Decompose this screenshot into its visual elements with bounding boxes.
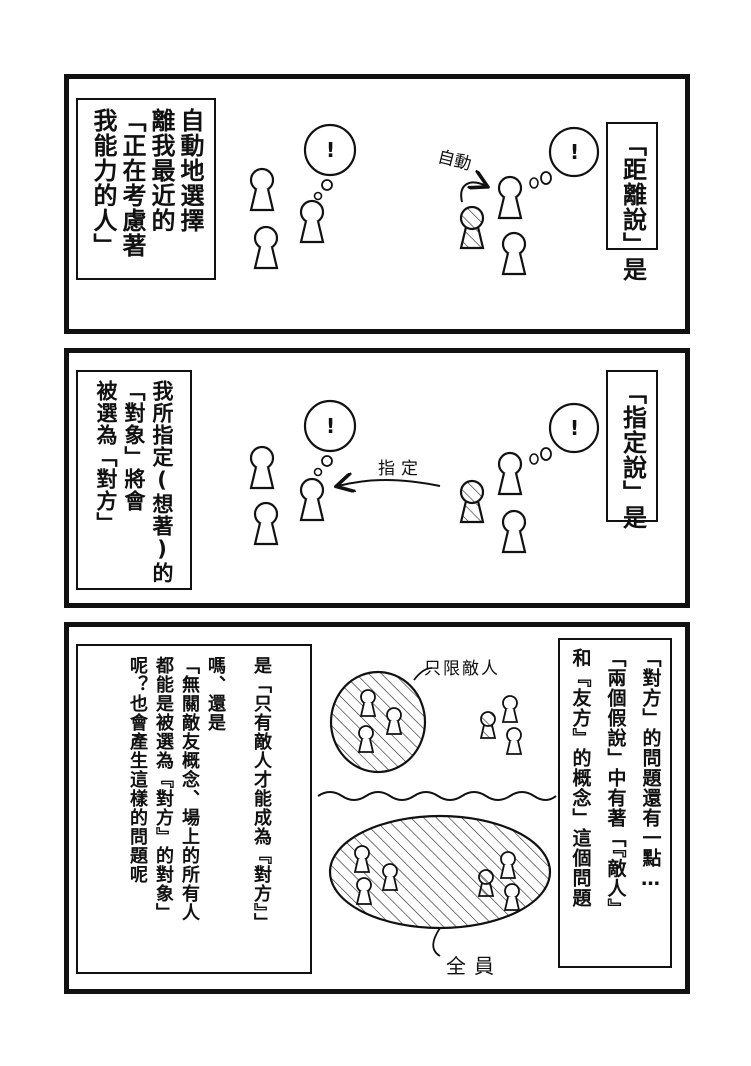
panel-1-desc-box: 自動地選擇 離我最近的 「正在考慮著 我能力的人」 <box>76 98 216 280</box>
panel-3-label-all-members: 全員 <box>446 954 502 978</box>
panel-3-title-box: 「對方」的問題還有一點… 「兩個假說」中有著「『敵人』 和『友方』的概念」這個問… <box>558 638 672 968</box>
panel-1-desc-line-4: 我能力的人」 <box>89 108 117 258</box>
panel-3-desc-line-5: 呢？也會產生這樣的問題呢 <box>127 656 148 884</box>
panel-2-desc-line-1: 我所指定(想著)的 <box>150 380 174 584</box>
panel-2-title-box: 「指定說」是 <box>606 370 658 530</box>
panel-2-thought-bubbles <box>303 399 600 477</box>
panel-3-desc-line-2: 嗎、還是 <box>205 656 226 732</box>
panel-3-label-enemy-only: 只限敵人 <box>424 659 500 679</box>
panel-1-desc-line-1: 自動地選擇 <box>176 108 204 233</box>
panel-1-desc-line-2: 離我最近的 <box>147 108 175 233</box>
panel-2-desc-line-2: 「對象」將會 <box>122 380 146 512</box>
panel-2-desc-line-3: 被選為「對方」 <box>94 380 118 534</box>
panel-3-desc-line-4: 都能是被選為『對方』的對象」 <box>153 656 174 922</box>
panel-1-thought-bubbles <box>303 123 600 201</box>
panel-2-arrow <box>338 480 441 486</box>
panel-3-desc-line-3: 「無關敵友概念、場上的所有人 <box>179 656 200 922</box>
panel-1-thought-mark-left: ! <box>326 138 336 162</box>
panel-1-title-box: 「距離說」是 <box>606 122 658 282</box>
panel-3-all-group <box>328 814 552 957</box>
panel-2-figures <box>249 445 527 554</box>
panel-1-arrow <box>460 183 486 203</box>
panel-3-title-line-3: 和『友方』的概念」這個問題 <box>569 648 592 908</box>
panel-3-divider <box>317 791 557 801</box>
panel-3-desc-box: 是「只有敵人才能成為『對方』」 嗎、還是 「無關敵友概念、場上的所有人 都能是被… <box>76 644 312 974</box>
panel-2-desc-box: 我所指定(想著)的 「對象」將會 被選為「對方」 <box>76 370 192 590</box>
panel-2-title-text: 「指定說」是 <box>618 380 647 530</box>
panel-3-title-line-1: 「對方」的問題還有一點… <box>639 648 662 891</box>
panel-2-thought-mark-left: ! <box>326 414 336 438</box>
panel-1-title-text: 「距離說」是 <box>618 132 647 282</box>
panel-2-thought-mark-right: ! <box>570 416 580 440</box>
panel-3-title-line-2: 「兩個假說」中有著「『敵人』 <box>604 648 627 919</box>
panel-1-desc-line-3: 「正在考慮著 <box>118 108 146 258</box>
panel-1-thought-mark-right: ! <box>570 140 580 164</box>
panel-3-enemy-group <box>329 667 522 774</box>
panel-2-arrow-label: 指定 <box>378 459 424 479</box>
panel-3-desc-line-1: 是「只有敵人才能成為『對方』」 <box>251 656 272 932</box>
